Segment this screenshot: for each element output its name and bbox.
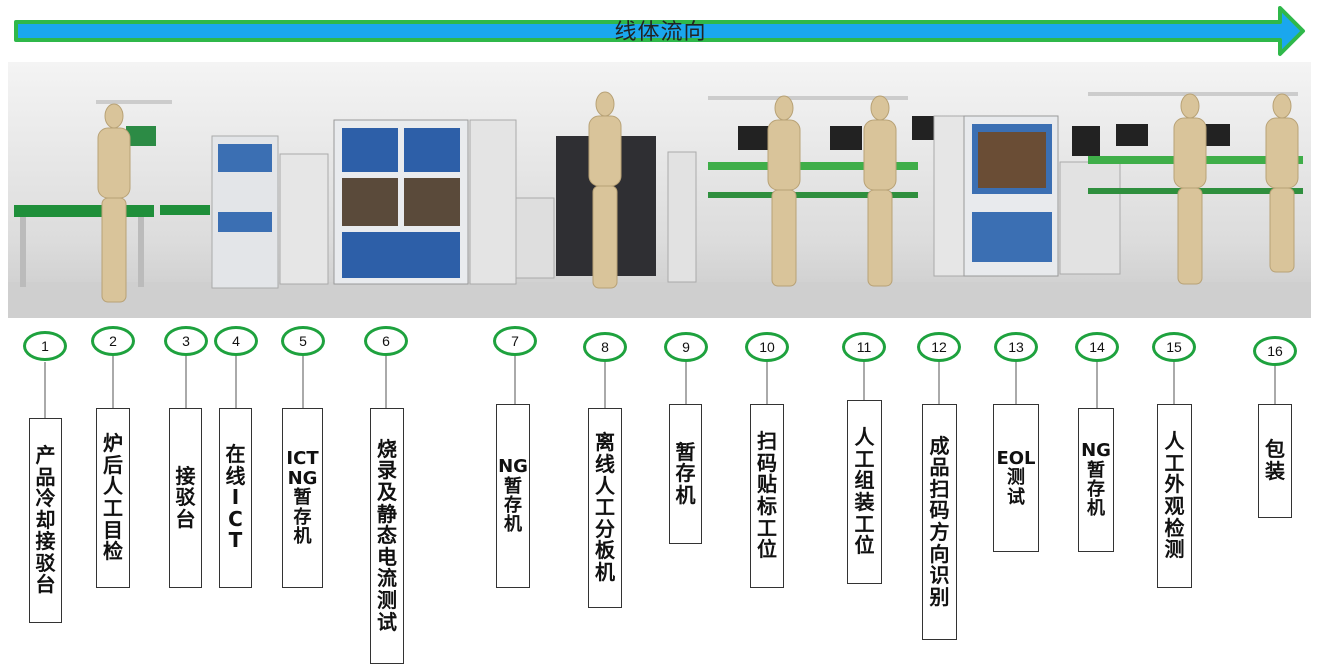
station-label-12: 成品扫码方向识别 bbox=[922, 404, 957, 640]
station-label-6: 烧录及静态电流测试 bbox=[370, 408, 404, 664]
station-number-13: 13 bbox=[994, 332, 1038, 362]
station-number-4: 4 bbox=[214, 326, 258, 356]
station-number-9: 9 bbox=[664, 332, 708, 362]
station-label-1: 产品冷却接驳台 bbox=[29, 418, 62, 623]
flow-arrow bbox=[14, 6, 1305, 56]
station-label-2: 炉后人工目检 bbox=[96, 408, 130, 588]
station-number-12: 12 bbox=[917, 332, 961, 362]
station-number-2: 2 bbox=[91, 326, 135, 356]
station-number-11: 11 bbox=[842, 332, 886, 362]
station-number-8: 8 bbox=[583, 332, 627, 362]
station-number-7: 7 bbox=[493, 326, 537, 356]
station-number-10: 10 bbox=[745, 332, 789, 362]
station-label-8: 离线人工分板机 bbox=[588, 408, 622, 608]
station-label-11: 人工组装工位 bbox=[847, 400, 882, 584]
station-label-3: 接驳台 bbox=[169, 408, 202, 588]
station-number-14: 14 bbox=[1075, 332, 1119, 362]
station-label-9: 暂存机 bbox=[669, 404, 702, 544]
station-label-15: 人工外观检测 bbox=[1157, 404, 1192, 588]
production-line-image bbox=[8, 62, 1311, 318]
flow-title: 线体流向 bbox=[614, 20, 707, 45]
station-number-5: 5 bbox=[281, 326, 325, 356]
station-number-16: 16 bbox=[1253, 336, 1297, 366]
production-line-drawing bbox=[8, 91, 1311, 318]
station-number-3: 3 bbox=[164, 326, 208, 356]
station-number-6: 6 bbox=[364, 326, 408, 356]
station-label-10: 扫码贴标工位 bbox=[750, 404, 784, 588]
station-number-15: 15 bbox=[1152, 332, 1196, 362]
station-number-1: 1 bbox=[23, 331, 67, 361]
station-label-16: 包装 bbox=[1258, 404, 1292, 518]
